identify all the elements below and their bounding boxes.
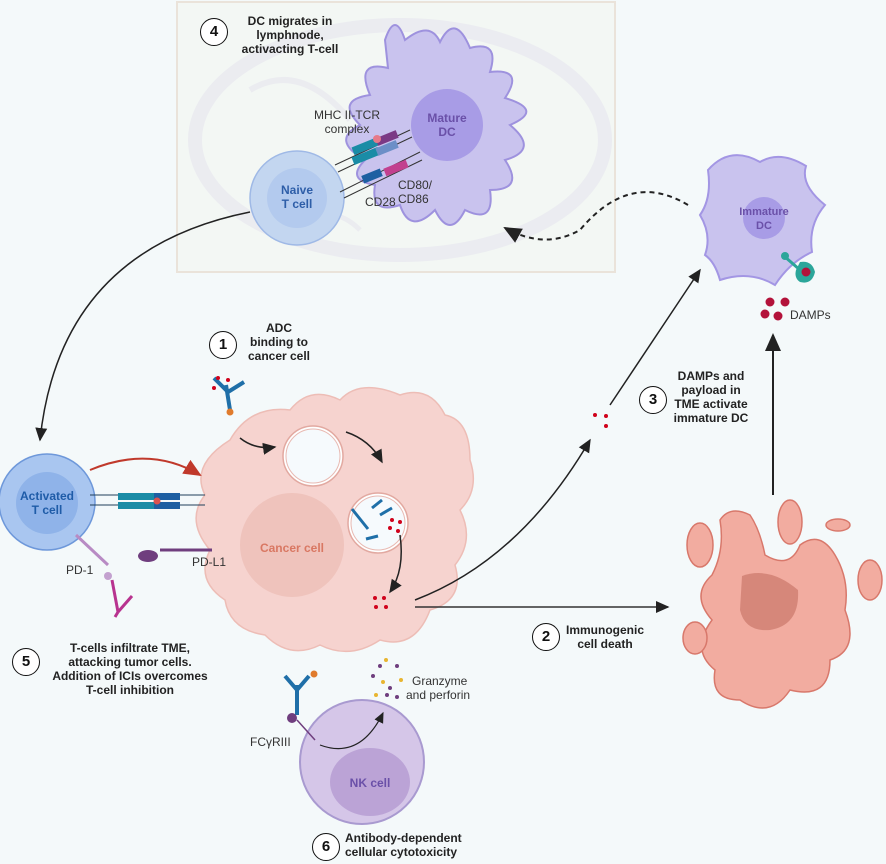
step-5-line: T-cells infiltrate TME,: [69, 641, 191, 655]
step-5-line: attacking tumor cells.: [68, 655, 192, 669]
red-arrow-infiltrate: [89, 457, 202, 477]
mhc-tcr-complex: [334, 129, 423, 199]
step-2-line: Immunogenic: [565, 623, 644, 637]
mhc-tcr-label: MHC II-TCR complex: [312, 108, 382, 136]
step-6-label: Antibody-dependent cellular cytotoxicity: [345, 831, 467, 859]
step-4-label: DC migrates in lymphnode, activacting T-…: [235, 14, 345, 56]
released-payload: [373, 596, 388, 609]
mature-dc-line: Mature: [427, 111, 467, 125]
step-3-line: immature DC: [673, 411, 749, 425]
step-5-badge: 5: [12, 648, 40, 676]
migration-dashed-arrow: [503, 191, 689, 243]
step-4-line: activacting T-cell: [241, 42, 339, 56]
step-3-badge: 3: [639, 386, 667, 414]
step-3-line: DAMPs and: [677, 369, 745, 383]
pd1-label: PD-1: [66, 563, 94, 577]
mature-dc-line: DC: [438, 125, 456, 139]
pd1-receptor: [74, 533, 112, 580]
cd80-line: CD80/: [398, 178, 433, 192]
granzyme-line: Granzyme: [412, 674, 468, 688]
arrow-to-immature-dc: [609, 268, 701, 406]
tcr-mhc-complex-activated: [90, 493, 205, 509]
pdl1-ligand: [138, 548, 212, 562]
immature-dc-cell: [698, 154, 827, 287]
step-6-line: cellular cytotoxicity: [345, 845, 458, 859]
step-1-badge: 1: [209, 331, 237, 359]
dying-cancer-cell: [682, 499, 883, 709]
activated-t-line: T cell: [31, 503, 63, 517]
step-1-line: cancer cell: [247, 349, 311, 363]
step-4-line: lymphnode,: [256, 28, 324, 42]
step-1-line: binding to: [250, 335, 308, 349]
ici-antibody: [110, 579, 134, 618]
step-2-label: Immunogenic cell death: [565, 623, 645, 651]
fcgr-antibody: [283, 670, 318, 741]
immature-dc-line: Immature: [739, 206, 789, 218]
mature-dc-label: Mature DC: [417, 111, 477, 139]
damps-label: DAMPs: [790, 308, 831, 322]
step-4-line: DC migrates in: [247, 14, 333, 28]
naive-t-label: Naive T cell: [267, 183, 327, 211]
cancer-cell: [195, 386, 475, 653]
mhc-tcr-line: complex: [324, 122, 370, 136]
step-6-line: Antibody-dependent: [345, 831, 462, 845]
step-3-line: TME activate: [674, 397, 748, 411]
step-1-line: ADC: [266, 321, 292, 335]
naive-t-cell: [249, 150, 345, 246]
cd80-label: CD80/ CD86: [398, 178, 432, 206]
cd28-label: CD28: [365, 195, 396, 209]
mhc-tcr-line: MHC II-TCR: [314, 108, 380, 122]
tme-payload: [593, 413, 608, 428]
granzyme-label: Granzyme and perforin: [406, 674, 470, 702]
immature-dc-line: DC: [756, 220, 772, 232]
activated-t-line: Activated: [19, 489, 75, 503]
damps-cluster: [760, 297, 790, 321]
step-5-line: T-cell inhibition: [86, 683, 174, 697]
step-2-line: cell death: [577, 637, 633, 651]
cancer-cell-label: Cancer cell: [259, 541, 325, 555]
step-1-label: ADC binding to cancer cell: [244, 321, 314, 363]
naive-t-line: T cell: [281, 197, 313, 211]
activated-t-cell: [0, 453, 96, 551]
step-3-label: DAMPs and payload in TME activate immatu…: [672, 369, 750, 425]
arrow-to-activated-t: [35, 211, 251, 442]
nk-cell-label: NK cell: [349, 776, 391, 790]
nk-cell: [299, 699, 425, 825]
pdl1-label: PD-L1: [192, 555, 227, 569]
step-3-line: payload in: [681, 383, 741, 397]
step-2-badge: 2: [532, 623, 560, 651]
granzyme-perforin-granules: [371, 658, 403, 699]
step-5-line: Addition of ICIs overcomes: [52, 669, 208, 683]
naive-t-line: Naive: [280, 183, 314, 197]
immature-dc-label: Immature DC: [729, 205, 799, 233]
step-5-label: T-cells infiltrate TME, attacking tumor …: [40, 641, 220, 697]
arrow-to-payload: [414, 438, 591, 601]
activated-t-label: Activated T cell: [12, 489, 82, 517]
step-6-badge: 6: [312, 833, 340, 861]
fcgr-label: FCγRIII: [250, 735, 291, 749]
granzyme-line: and perforin: [406, 688, 471, 702]
cd80-line: CD86: [398, 192, 429, 206]
adc-antibody: [212, 376, 246, 416]
step-4-badge: 4: [200, 18, 228, 46]
